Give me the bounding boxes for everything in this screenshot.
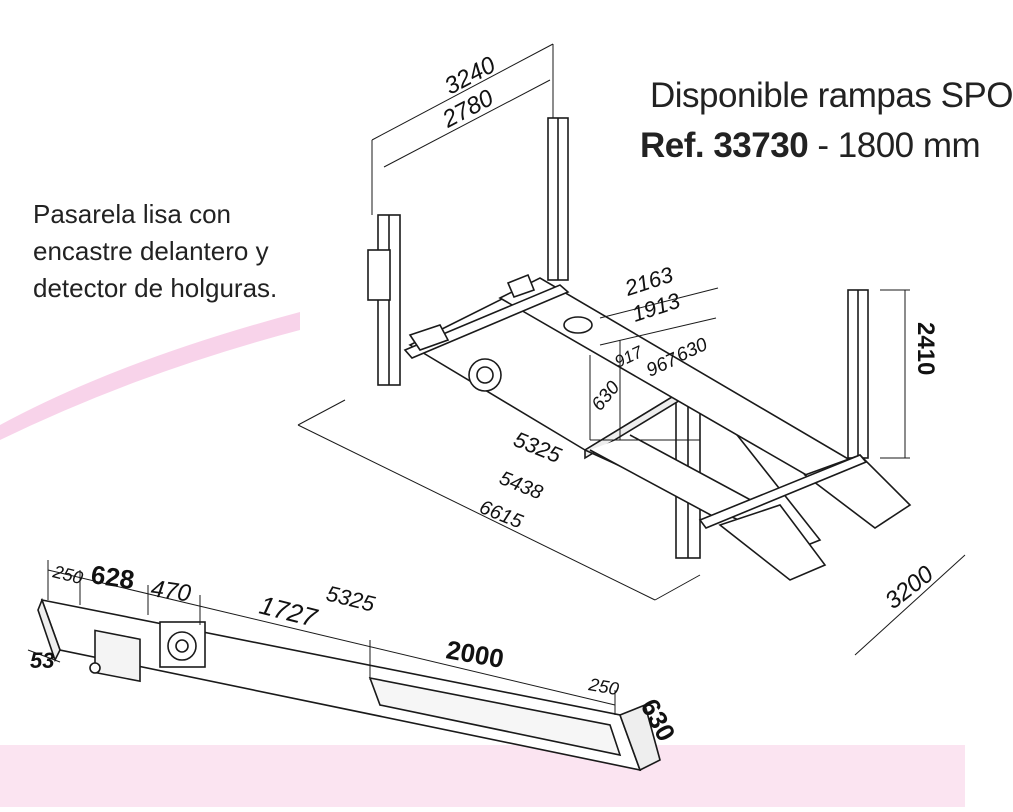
dim-470: 470	[149, 575, 193, 607]
dim-250-b: 250	[586, 674, 620, 699]
dim-2000: 2000	[444, 634, 506, 674]
dim-5325-runway: 5325	[324, 581, 378, 617]
note-line-1: Pasarela lisa con	[33, 199, 231, 229]
runway-dimension-lines	[27, 560, 616, 715]
dim-6615: 6615	[476, 496, 526, 533]
lift-diagram: 3240 2780 2163 1913 917 967 630 630 2410…	[0, 43, 966, 807]
dim-53: 53	[30, 648, 54, 673]
dim-628: 628	[89, 559, 136, 595]
runway-note: Pasarela lisa con encastre delantero y d…	[33, 196, 323, 307]
availability-text: Disponible rampas SPO	[650, 76, 1013, 115]
dim-630-a: 630	[673, 334, 711, 367]
dimension-lines	[297, 43, 966, 656]
reference-line: Ref. 33730 - 1800 mm	[640, 126, 981, 166]
dim-250-a: 250	[50, 561, 85, 588]
diagram-stage: 3240 2780 2163 1913 917 967 630 630 2410…	[0, 43, 1013, 807]
dim-2410: 2410	[912, 322, 939, 375]
dim-5438: 5438	[496, 467, 546, 504]
dim-1727: 1727	[257, 590, 322, 633]
note-line-3: detector de holguras.	[33, 273, 278, 303]
runway-drawing	[37, 597, 661, 772]
pink-decoration	[0, 312, 965, 807]
lift-structure	[367, 117, 912, 581]
dim-3200: 3200	[880, 560, 939, 615]
reference-length: - 1800 mm	[808, 126, 981, 165]
note-line-2: encastre delantero y	[33, 236, 269, 266]
reference-code: Ref. 33730	[640, 126, 809, 165]
